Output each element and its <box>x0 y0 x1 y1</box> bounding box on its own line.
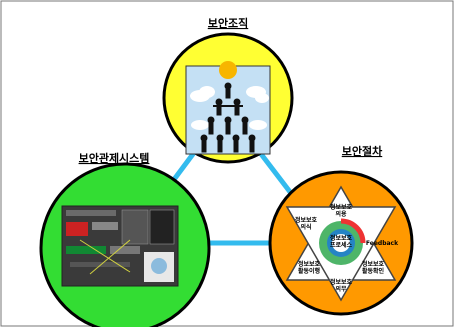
cycle-arrow-icon <box>340 218 366 244</box>
alert-box <box>66 222 88 236</box>
label-security-organization: 보안조직 <box>208 16 248 30</box>
node-security-organization <box>162 32 294 164</box>
node-security-procedure <box>268 170 414 316</box>
cloud-icon <box>190 86 269 130</box>
procedure-label-feedback: Feedback <box>366 240 399 247</box>
label-security-monitoring-system: 보안관제시스템 <box>79 151 150 165</box>
human-pyramid-icon <box>200 82 256 153</box>
node-security-monitoring-system <box>39 162 211 327</box>
sun-icon <box>219 61 237 79</box>
org-picture-frame <box>185 65 271 155</box>
camera-feed <box>149 209 175 245</box>
label-security-procedure: 보안절차 <box>342 144 383 158</box>
